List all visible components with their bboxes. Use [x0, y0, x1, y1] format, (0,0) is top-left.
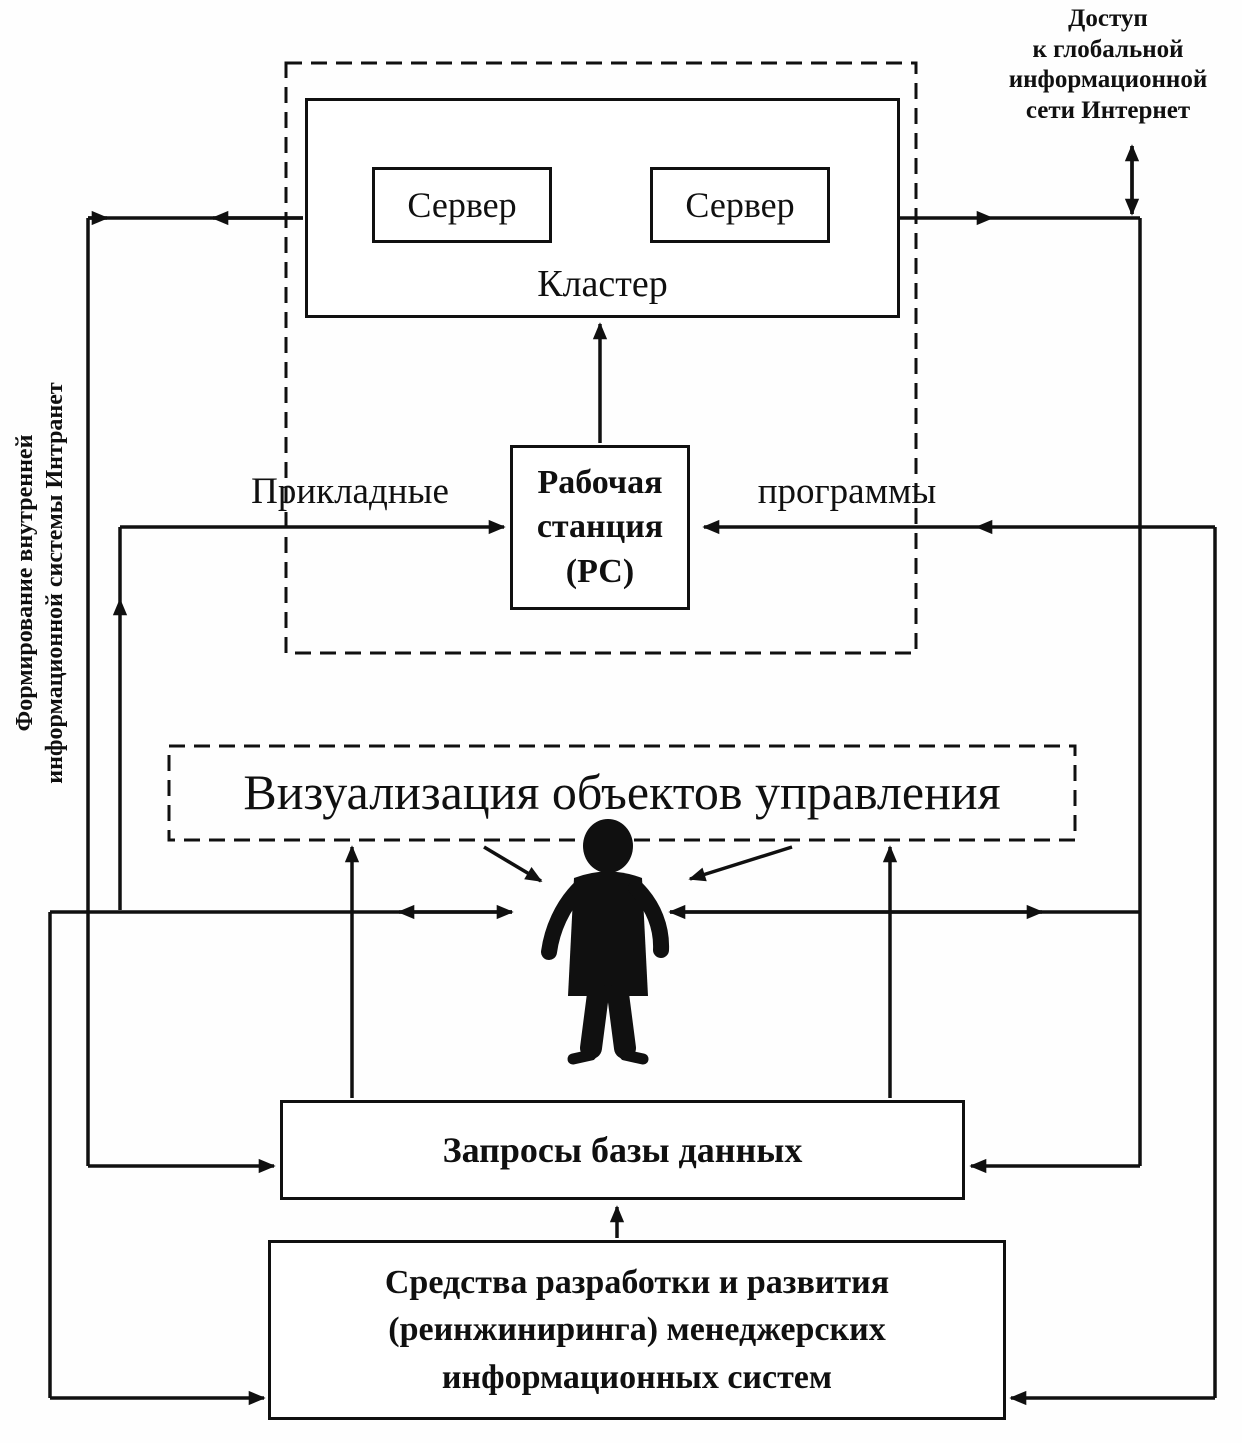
- server-box-left: Сервер: [372, 167, 552, 243]
- workstation-box: Рабочая станция (РС): [510, 445, 690, 610]
- person-icon: [541, 819, 670, 1065]
- intranet-dashed-frame: [284, 61, 918, 655]
- intranet-rotated-label: Формирование внутренней информационной с…: [12, 382, 68, 784]
- dev-tools-box: Средства разработки и развития (реинжини…: [268, 1240, 1006, 1420]
- applications-right-label: программы: [757, 471, 937, 512]
- applications-left-label: Прикладные: [251, 471, 449, 512]
- internet-access-label: Доступ к глобальной информационной сети …: [1008, 5, 1208, 124]
- arrow-wires: [48, 144, 1217, 1406]
- queries-box: Запросы базы данных: [280, 1100, 965, 1200]
- server-left-label: Сервер: [407, 185, 517, 225]
- server-box-right: Сервер: [650, 167, 830, 243]
- cluster-label: Кластер: [537, 263, 668, 305]
- server-right-label: Сервер: [685, 185, 795, 225]
- visualization-label: Визуализация объектов управления: [243, 764, 1001, 820]
